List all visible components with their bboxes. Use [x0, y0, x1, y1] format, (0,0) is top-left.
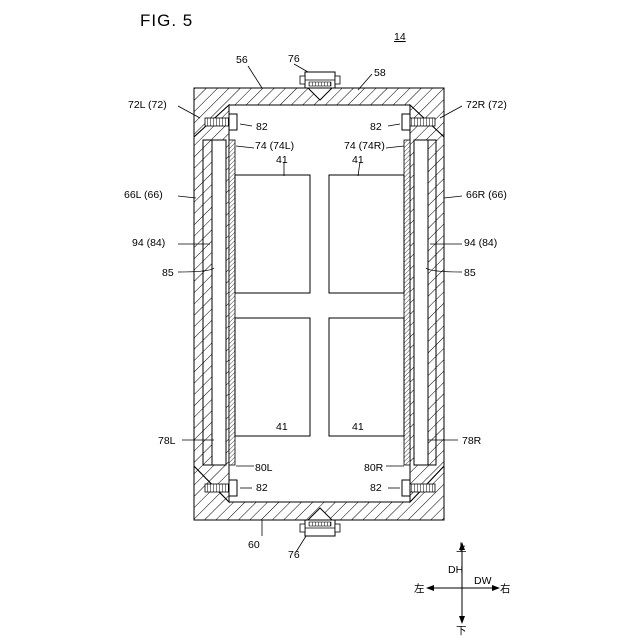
label-76-top: 76	[288, 53, 300, 65]
label-78R: 78R	[462, 435, 482, 447]
axis-right-label: 右	[500, 582, 511, 595]
label-80L: 80L	[255, 462, 273, 474]
label-72L: 72L (72)	[128, 99, 167, 111]
cell-41-top-right	[329, 175, 404, 293]
label-94R: 94 (84)	[464, 237, 497, 249]
label-56: 56	[236, 54, 248, 66]
label-58: 58	[374, 67, 386, 79]
label-72R: 72R (72)	[466, 99, 507, 111]
axis-left-label: 左	[414, 582, 425, 595]
cell-41-top-left	[235, 175, 310, 293]
axis-dh-label: DH	[448, 564, 463, 576]
figure-ref-label: 14	[394, 31, 406, 43]
label-82-top-right: 82	[370, 121, 382, 133]
label-82-top-left: 82	[256, 121, 268, 133]
label-41-bottom-right: 41	[352, 421, 364, 433]
plate-74R	[404, 140, 410, 465]
label-80R: 80R	[364, 462, 384, 474]
label-82-bottom-right: 82	[370, 482, 382, 494]
cell-41-bottom-right	[329, 318, 404, 436]
axis-dw-label: DW	[474, 575, 492, 587]
label-94L: 94 (84)	[132, 237, 165, 249]
label-76-bottom: 76	[288, 549, 300, 561]
label-74L: 74 (74L)	[255, 140, 294, 152]
figure-title: FIG. 5	[140, 11, 193, 30]
label-41-top-left: 41	[276, 154, 288, 166]
axis-down-label: 下	[456, 625, 467, 637]
inner-cavity	[229, 105, 410, 502]
cell-41-bottom-left	[235, 318, 310, 436]
label-82-bottom-left: 82	[256, 482, 268, 494]
label-85R: 85	[464, 267, 476, 279]
label-60: 60	[248, 539, 260, 551]
label-66L: 66L (66)	[124, 189, 163, 201]
label-74R: 74 (74R)	[344, 140, 385, 152]
label-41-top-right: 41	[352, 154, 364, 166]
label-66R: 66R (66)	[466, 189, 507, 201]
axis-up-label: 上	[456, 542, 467, 554]
label-41-bottom-left: 41	[276, 421, 288, 433]
plate-74L	[229, 140, 235, 465]
label-78L: 78L	[158, 435, 176, 447]
label-85L: 85	[162, 267, 174, 279]
